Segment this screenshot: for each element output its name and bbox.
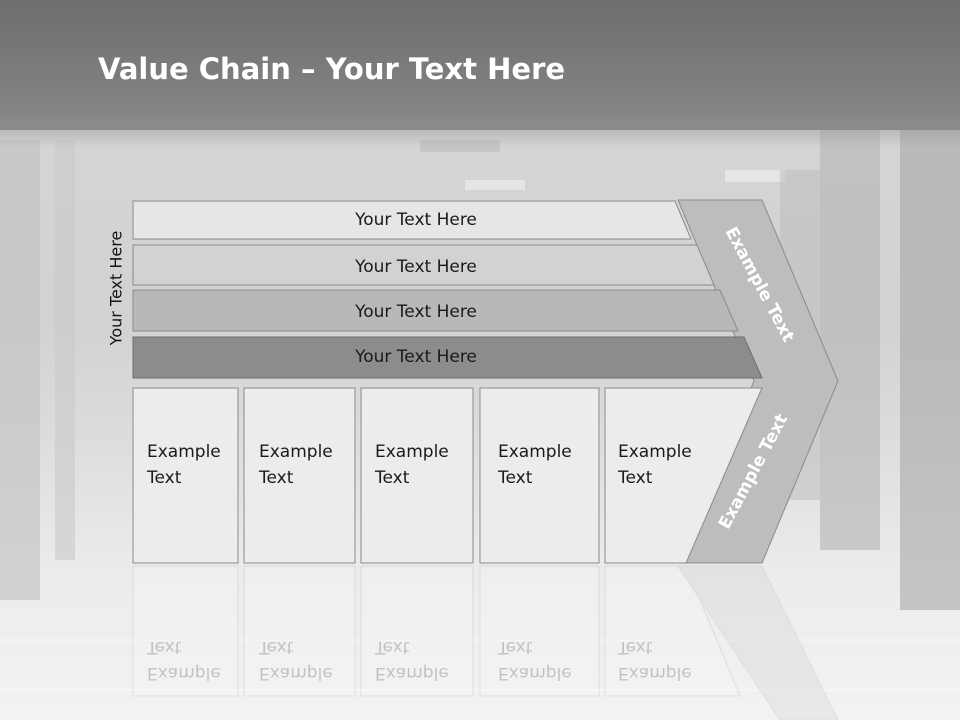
column-text-4-line2: Text xyxy=(498,468,533,488)
row-label-2: Your Text Here xyxy=(354,257,477,277)
column-box-2 xyxy=(243,387,356,564)
row-bar-4 xyxy=(132,336,763,379)
column-text-1: Example Text xyxy=(147,439,221,491)
column-box-5 xyxy=(604,387,763,564)
column-text-3: Example Text xyxy=(375,439,449,491)
column-text-2: Example Text xyxy=(259,439,333,491)
column-reflection-1: Example Text xyxy=(147,634,221,686)
column-text-1-line1: Example xyxy=(147,442,221,462)
column-text-2-line2: Text xyxy=(259,468,294,488)
column-reflection-1-line1: Example xyxy=(147,663,221,683)
column-text-4: Example Text xyxy=(498,439,572,491)
column-text-2-line1: Example xyxy=(259,442,333,462)
column-reflection-4: Example Text xyxy=(498,634,572,686)
row-bar-1 xyxy=(132,200,692,240)
row-bar-3 xyxy=(132,289,739,332)
column-reflection-2-line1: Example xyxy=(259,663,333,683)
column-reflection-2-line2: Text xyxy=(259,637,294,657)
row-label-1: Your Text Here xyxy=(354,210,477,230)
row-bar-2 xyxy=(132,244,715,286)
header-fade xyxy=(0,118,960,148)
column-text-5-line1: Example xyxy=(618,442,692,462)
column-text-4-line1: Example xyxy=(498,442,572,462)
title-bold: Value Chain xyxy=(98,52,291,86)
column-reflection-5: Example Text xyxy=(618,634,692,686)
column-text-5: Example Text xyxy=(618,439,692,491)
column-reflection-3: Example Text xyxy=(375,634,449,686)
row-label-4: Your Text Here xyxy=(354,347,477,367)
column-reflection-4-line1: Example xyxy=(498,663,572,683)
header-band xyxy=(0,0,960,130)
column-box-4 xyxy=(479,387,600,564)
column-reflection-3-line2: Text xyxy=(375,637,410,657)
column-text-5-line2: Text xyxy=(618,468,653,488)
title-rest: – Your Text Here xyxy=(290,52,566,86)
column-reflection-3-line1: Example xyxy=(375,663,449,683)
column-reflection-4-line2: Text xyxy=(498,637,533,657)
column-reflection-5-line1: Example xyxy=(618,663,692,683)
column-text-3-line2: Text xyxy=(375,468,410,488)
reflection-group xyxy=(132,565,839,720)
row-label-3: Your Text Here xyxy=(354,302,477,322)
column-text-1-line2: Text xyxy=(147,468,182,488)
column-reflection-2: Example Text xyxy=(259,634,333,686)
column-reflection-1-line2: Text xyxy=(147,637,182,657)
column-box-3 xyxy=(360,387,474,564)
column-reflection-5-line2: Text xyxy=(618,637,653,657)
column-text-3-line1: Example xyxy=(375,442,449,462)
slide-title: Value Chain – Your Text Here xyxy=(98,52,565,86)
column-box-1 xyxy=(132,387,239,564)
